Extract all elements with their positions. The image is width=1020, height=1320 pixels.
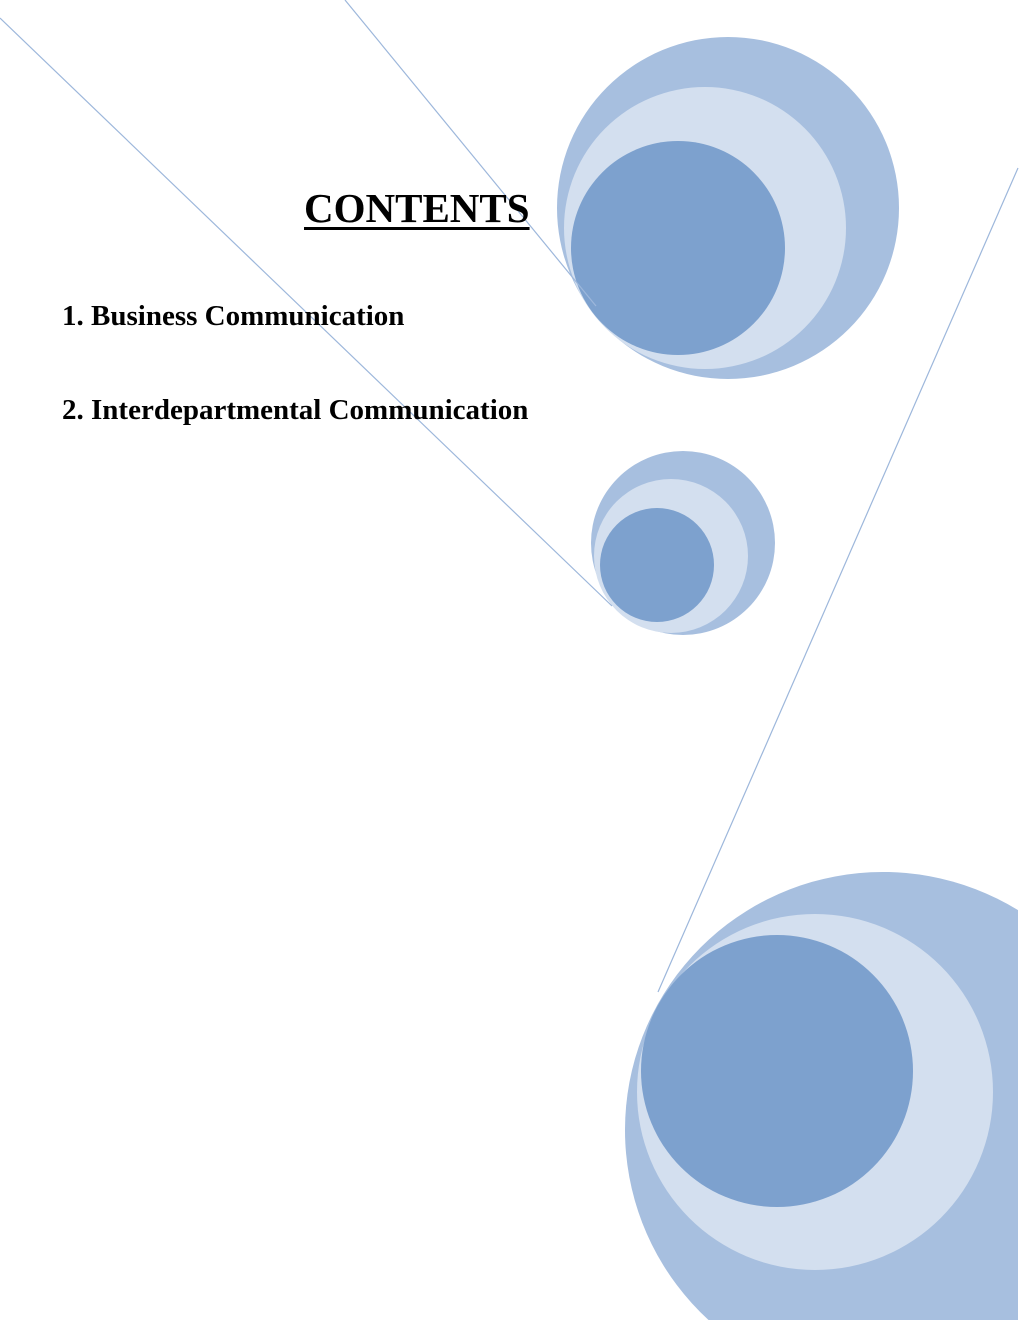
contents-item: 1. Business Communication — [62, 300, 405, 332]
bottom-circle-group — [624, 871, 1018, 1320]
contents-heading: CONTENTS — [304, 185, 530, 231]
decor-line — [0, 17, 613, 607]
decor-line — [657, 167, 1019, 993]
decor-circle-inner — [600, 508, 714, 622]
decor-line — [344, 0, 597, 307]
decor-circle-inner — [641, 935, 913, 1207]
middle-circle-group — [591, 451, 775, 635]
contents-item: 2. Interdepartmental Communication — [62, 394, 529, 426]
top-circle-group — [557, 37, 899, 379]
decor-circle-inner — [571, 141, 785, 355]
